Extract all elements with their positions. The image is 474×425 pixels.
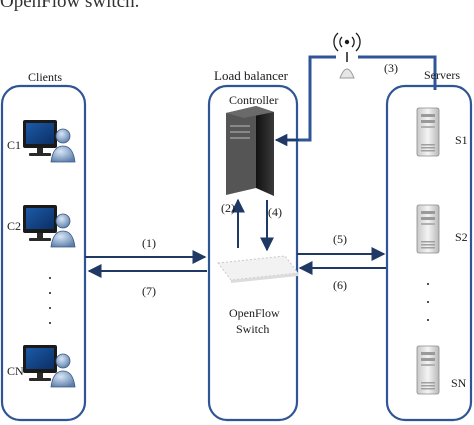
step-2-label: (2) bbox=[221, 201, 235, 215]
server-sn-icon bbox=[416, 345, 440, 395]
switch-label-line1: OpenFlow bbox=[229, 306, 280, 320]
client-cn-label: CN bbox=[7, 364, 24, 378]
ap-to-servers-link bbox=[358, 55, 437, 90]
step-4-label: (4) bbox=[268, 205, 282, 219]
controller-to-ap-link bbox=[285, 55, 336, 142]
switch-label-line2: Switch bbox=[236, 322, 270, 336]
wireless-access-point-icon bbox=[333, 32, 361, 79]
load-balancer-group-label: Load balancer bbox=[214, 68, 288, 83]
servers-ellipsis bbox=[427, 283, 429, 321]
server-s2-label: S2 bbox=[455, 230, 468, 244]
clients-ellipsis bbox=[49, 277, 51, 324]
step-5-label: (5) bbox=[333, 232, 347, 246]
step-3-label: (3) bbox=[384, 61, 398, 75]
server-s1-icon bbox=[416, 107, 440, 157]
step-7-label: (7) bbox=[142, 284, 156, 298]
step-6-label: (6) bbox=[333, 278, 347, 292]
clients-frame bbox=[0, 84, 87, 422]
client-cn-computer-icon bbox=[22, 344, 76, 388]
servers-frame bbox=[385, 84, 473, 422]
server-s1-label: S1 bbox=[455, 133, 468, 147]
client-c1-label: C1 bbox=[7, 138, 22, 152]
controller-label: Controller bbox=[229, 93, 279, 107]
clients-group-label: Clients bbox=[28, 70, 63, 84]
openflow-switch-icon bbox=[217, 255, 299, 283]
client-c2-computer-icon bbox=[22, 204, 76, 248]
controller-server-icon bbox=[226, 106, 274, 196]
figure-caption: OpenFlow switch. bbox=[0, 0, 140, 12]
client-c2-label: C2 bbox=[7, 219, 22, 233]
server-sn-label: SN bbox=[451, 376, 467, 390]
servers-group-label: Servers bbox=[424, 68, 460, 82]
step-1-label: (1) bbox=[142, 236, 156, 250]
server-s2-icon bbox=[416, 204, 440, 254]
client-c1-computer-icon bbox=[22, 119, 76, 163]
